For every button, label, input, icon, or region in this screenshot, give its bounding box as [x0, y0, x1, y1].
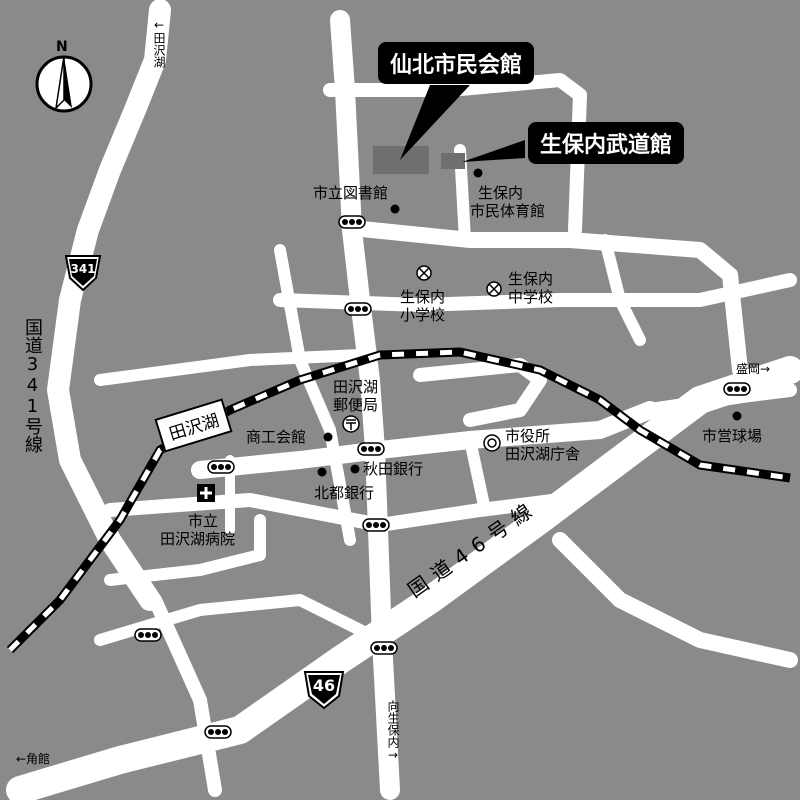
main-street [330, 10, 400, 800]
hokuto-bank-label: 北都銀行 [314, 484, 375, 502]
road-west-minor [274, 244, 356, 546]
city-hall-icon [483, 434, 501, 452]
route-46-shield [303, 671, 345, 710]
gym-dot [473, 168, 483, 178]
road-south-west [148, 593, 222, 797]
elementary-school-icon [416, 265, 432, 281]
signal-southwest [134, 628, 162, 642]
budokan-building [441, 153, 465, 169]
signal-kakunodate [204, 725, 232, 739]
post-office-label-1: 田沢湖 [333, 378, 379, 396]
route-341-shield-label: 341 [70, 262, 96, 276]
civic-hall-pointer [400, 85, 470, 160]
elementary-label-2: 小学校 [400, 306, 446, 324]
signal-school [344, 302, 372, 316]
jhs-label-1: 生保内 [508, 270, 554, 288]
road-middle [191, 401, 659, 479]
akita-bank-label: 秋田銀行 [363, 460, 424, 478]
chamber-label: 商工会館 [246, 428, 307, 446]
north-arrow-right [64, 56, 72, 108]
road-school-east [599, 234, 646, 346]
junior-high-school-icon [486, 281, 502, 297]
direction-kakunodate: ←角館 [16, 752, 51, 766]
budokan-callout: 生保内武道館 [528, 122, 685, 164]
direction-obonai: 向生保内→ [386, 700, 400, 762]
road-southeast [552, 532, 798, 668]
civic-hall-building [373, 146, 429, 174]
akita-bank-dot [350, 464, 360, 474]
route-46-road [6, 356, 800, 800]
traffic-signals [134, 215, 751, 739]
civic-hall-callout: 仙北市民会館 [378, 42, 535, 84]
signal-post [357, 442, 385, 456]
hospital-label-2: 田沢湖病院 [160, 530, 236, 548]
route-341-shield [64, 255, 102, 292]
signal-west [207, 460, 235, 474]
railway [6, 347, 791, 654]
baseball-label: 市営球場 [702, 427, 763, 445]
direction-morioka: 盛岡→ [736, 362, 771, 376]
route-341-label: 国道341号線 [22, 318, 43, 453]
signal-morioka [723, 382, 751, 396]
signal-route46 [370, 641, 398, 655]
chamber-dot [323, 432, 333, 442]
gym-label-2: 市民体育館 [470, 202, 546, 220]
hospital-icon [197, 484, 215, 502]
road-loop-center [413, 358, 547, 427]
place-markers [197, 168, 742, 502]
railway-ticks [8, 349, 791, 652]
budokan-pointer [462, 140, 525, 162]
library-dot [390, 204, 400, 214]
post-office-icon [342, 415, 360, 433]
baseball-dot [732, 411, 742, 421]
north-arrow [35, 55, 93, 113]
elementary-label-1: 生保内 [400, 288, 446, 306]
north-label: N [56, 39, 68, 55]
library-label: 市立図書館 [313, 184, 389, 202]
city-hall-label-1: 市役所 [505, 427, 551, 445]
road-east-2 [273, 273, 797, 312]
road-east-stadium [643, 383, 797, 417]
road-cityhall [464, 434, 491, 516]
jhs-label-2: 中学校 [508, 288, 554, 306]
route-46-shield-label: 46 [312, 676, 336, 695]
signal-library [338, 215, 366, 229]
gym-label-1: 生保内 [478, 184, 524, 202]
city-hall-label-2: 田沢湖庁舎 [505, 445, 581, 463]
hospital-label-1: 市立 [188, 512, 219, 530]
direction-tazawako: ←田沢湖 [152, 18, 166, 68]
signal-banks [362, 518, 390, 532]
road-south-2 [94, 594, 386, 646]
hokuto-bank-dot [317, 467, 327, 477]
post-office-label-2: 郵便局 [333, 396, 379, 414]
road-south-hospital [104, 514, 266, 586]
road-west-3 [94, 349, 366, 386]
